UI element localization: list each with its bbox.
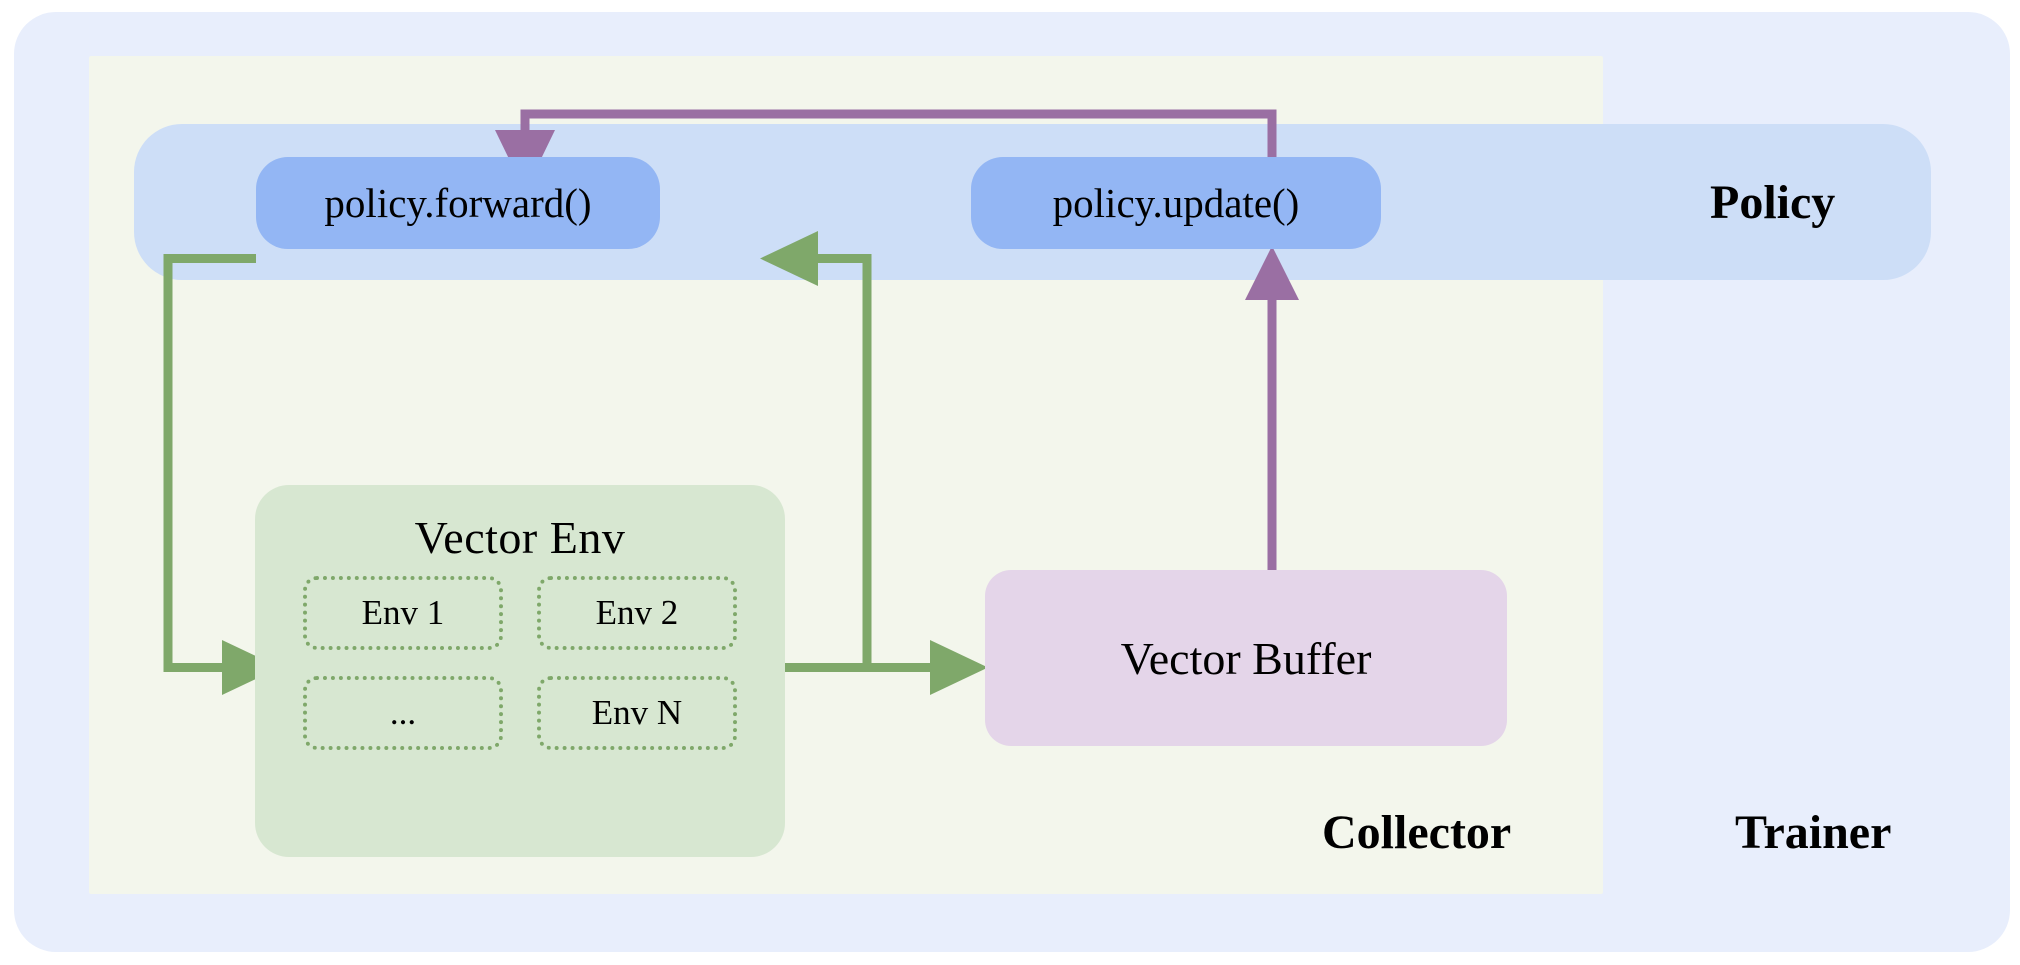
node-policy-forward-label: policy.forward() bbox=[324, 180, 592, 226]
group-policy-label: Policy bbox=[1710, 176, 1836, 229]
node-policy-forward[interactable]: policy.forward() bbox=[256, 157, 660, 249]
env-cell[interactable]: Env 2 bbox=[537, 576, 737, 650]
env-cell-grid: Env 1 Env 2 ... Env N bbox=[303, 576, 737, 750]
env-cell[interactable]: ... bbox=[303, 676, 503, 750]
node-vector-env-label: Vector Env bbox=[414, 512, 626, 563]
env-cell[interactable]: Env N bbox=[537, 676, 737, 750]
node-vector-buffer[interactable]: Vector Buffer bbox=[985, 570, 1507, 746]
node-policy-update[interactable]: policy.update() bbox=[971, 157, 1381, 249]
node-policy-update-label: policy.update() bbox=[1052, 180, 1300, 226]
node-vector-buffer-label: Vector Buffer bbox=[1120, 632, 1372, 684]
node-vector-env[interactable]: Vector Env Env 1 Env 2 ... Env N bbox=[255, 485, 785, 857]
env-cell[interactable]: Env 1 bbox=[303, 576, 503, 650]
group-collector-label: Collector bbox=[1322, 806, 1512, 859]
group-trainer-label: Trainer bbox=[1735, 806, 1892, 859]
